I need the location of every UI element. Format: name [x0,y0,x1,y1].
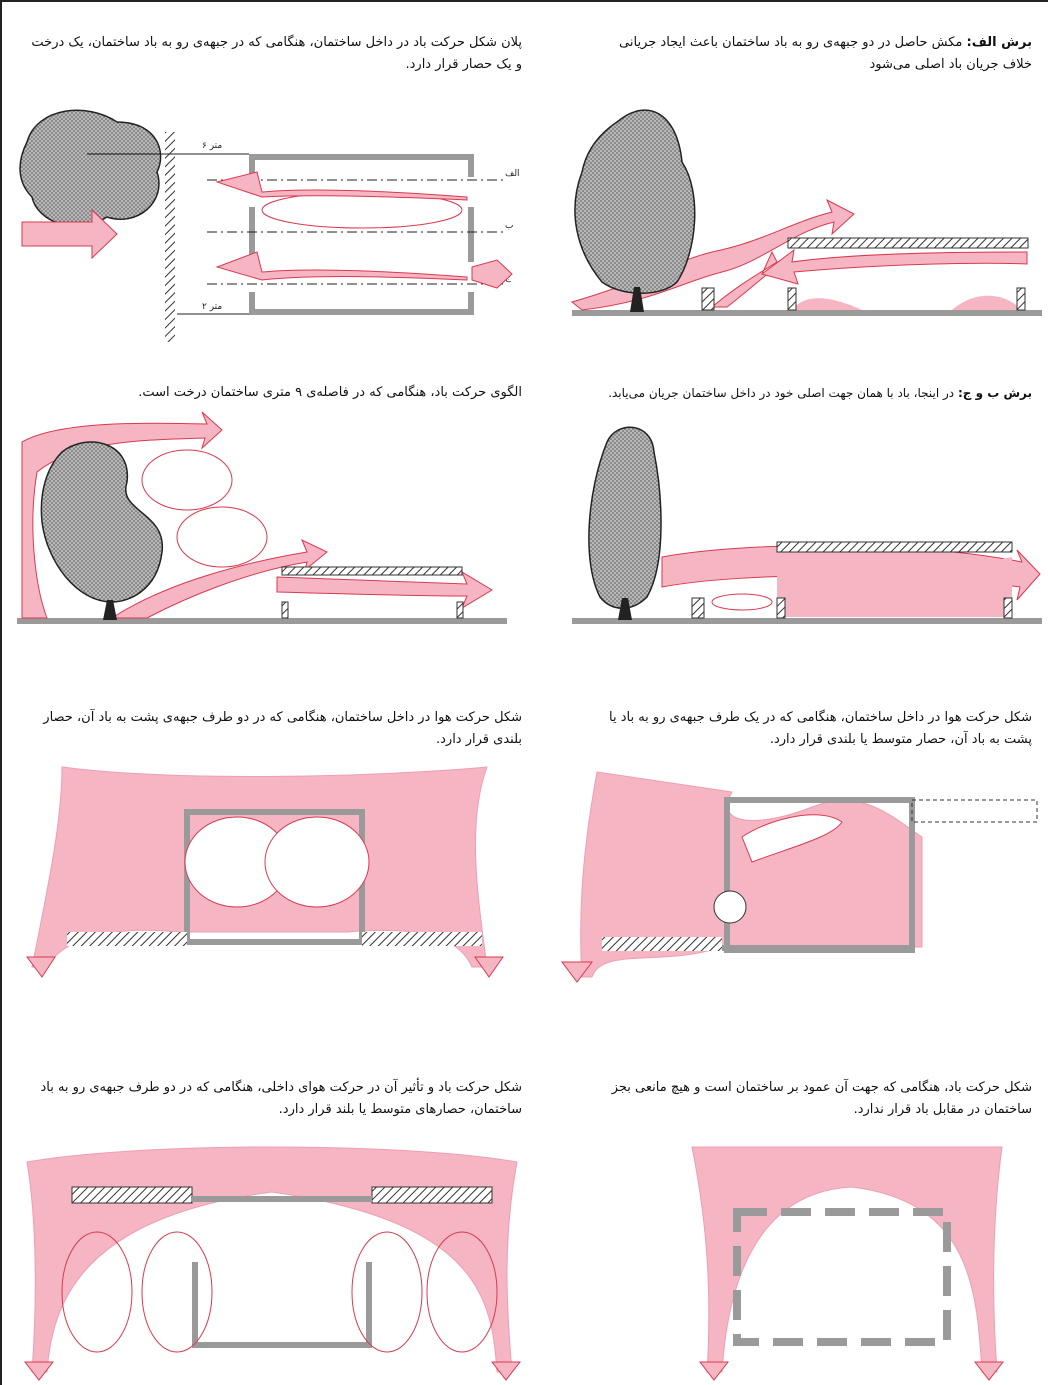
building-wall-left [777,598,785,618]
building-outline [737,1212,947,1342]
outflow-left [700,1362,728,1380]
suction-zone-right [952,296,1022,310]
building-wall-right [457,602,463,618]
building-wall-left [788,288,796,310]
eddy-lower [177,507,267,567]
fence-right [362,932,482,946]
caption-effect-indoor: شکل حرکت باد و تأثیر آن در حرکت هوای داخ… [22,1077,522,1121]
fence-left [67,932,187,946]
fence [702,288,714,310]
caption-one-side-text: شکل حرکت هوا در داخل ساختمان، هنگامی که … [609,710,1032,747]
tree-plan [20,110,161,226]
eddy-upper [142,450,232,510]
eddy-small [714,891,746,923]
suction-zone-left [792,298,862,310]
caption-section-bc-text: در اینجا، باد با همان جهت اصلی خود در دا… [608,386,954,400]
caption-plan: پلان شکل حرکت باد در داخل ساختمان، هنگام… [22,32,522,76]
figure-section-bc [562,422,1042,632]
dim-6m: ۶ متر [202,141,222,151]
caption-one-side: شکل حرکت هوا در داخل ساختمان، هنگامی که … [592,707,1032,751]
eddy-inner-right [352,1232,422,1352]
ground-line [572,618,1042,624]
figure-section-a [562,102,1042,332]
figure-tree-9m [17,412,517,627]
figure-one-side [562,767,1042,987]
plan-wall-top [249,154,474,160]
section-label-b: ب [505,221,513,231]
figure-plan: ۶ متر ۲ متر الف ب ج [17,102,537,352]
building-roof [282,567,462,575]
building-roof [777,542,1012,552]
outflow-left [27,957,55,977]
counter-flow-return [762,250,1027,284]
building-wall-right [1004,598,1012,618]
tree-canopy [41,442,162,602]
tree-canopy [589,427,661,608]
building-wall-left [282,602,288,618]
wind-canopy [27,1147,517,1372]
building-wall-left [192,1262,198,1348]
figure-perpendicular [692,1142,1012,1382]
outflow-right [492,1362,520,1380]
caption-two-sides-text: شکل حرکت هوا در داخل ساختمان، هنگامی که … [43,710,522,747]
caption-section-bc-title: برش ب و ج: [958,386,1032,400]
caption-section-a-title: برش الف: [967,35,1032,50]
building-wall-right [366,1262,372,1348]
caption-plan-text: پلان شکل حرکت باد در داخل ساختمان، هنگام… [31,35,522,72]
building-wall-right [1017,288,1025,310]
building-wall-top [192,1196,372,1202]
ground-line [17,618,507,624]
eddy-right [265,817,369,907]
caption-pattern-9m: الگوی حرکت باد، هنگامی که در فاصله‌ی ۹ م… [22,382,522,404]
fence [692,598,704,618]
caption-perpendicular: شکل حرکت باد، هنگامی که جهت آن عمود بر س… [592,1077,1032,1121]
outflow-right [975,1362,1003,1380]
caption-two-sides: شکل حرکت هوا در داخل ساختمان، هنگامی که … [22,707,522,751]
ground-line [722,945,912,951]
section-label-a: الف [505,169,520,179]
tree-trunk [103,600,117,620]
tree-canopy [575,110,695,293]
dim-2m: ۲ متر [202,302,222,312]
fence-right [372,1187,492,1203]
caption-perpendicular-text: شکل حرکت باد، هنگامی که جهت آن عمود بر س… [612,1080,1032,1117]
interior-flow-2 [217,252,467,280]
plan-wall-bottom [249,309,474,315]
eddy [712,594,772,610]
fence-plan [165,132,175,342]
figure-effect-indoor [22,1142,522,1382]
eddy-inner-left [142,1232,212,1352]
figure-two-sides [27,762,517,982]
caption-section-bc: برش ب و ج: در اینجا، باد با همان جهت اصل… [592,382,1032,404]
building-roof [788,238,1028,248]
fence-left [72,1187,192,1203]
caption-pattern-9m-text: الگوی حرکت باد، هنگامی که در فاصله‌ی ۹ م… [138,385,522,400]
outlet-flow [472,260,512,288]
building-extension [912,800,1037,822]
caption-section-a: برش الف: مکش حاصل در دو جبهه‌ی رو به باد… [592,32,1032,76]
outflow-left [25,1362,53,1380]
building-wall-bottom [192,1342,372,1348]
caption-effect-indoor-text: شکل حرکت باد و تأثیر آن در حرکت هوای داخ… [40,1080,522,1117]
fence [602,937,722,951]
